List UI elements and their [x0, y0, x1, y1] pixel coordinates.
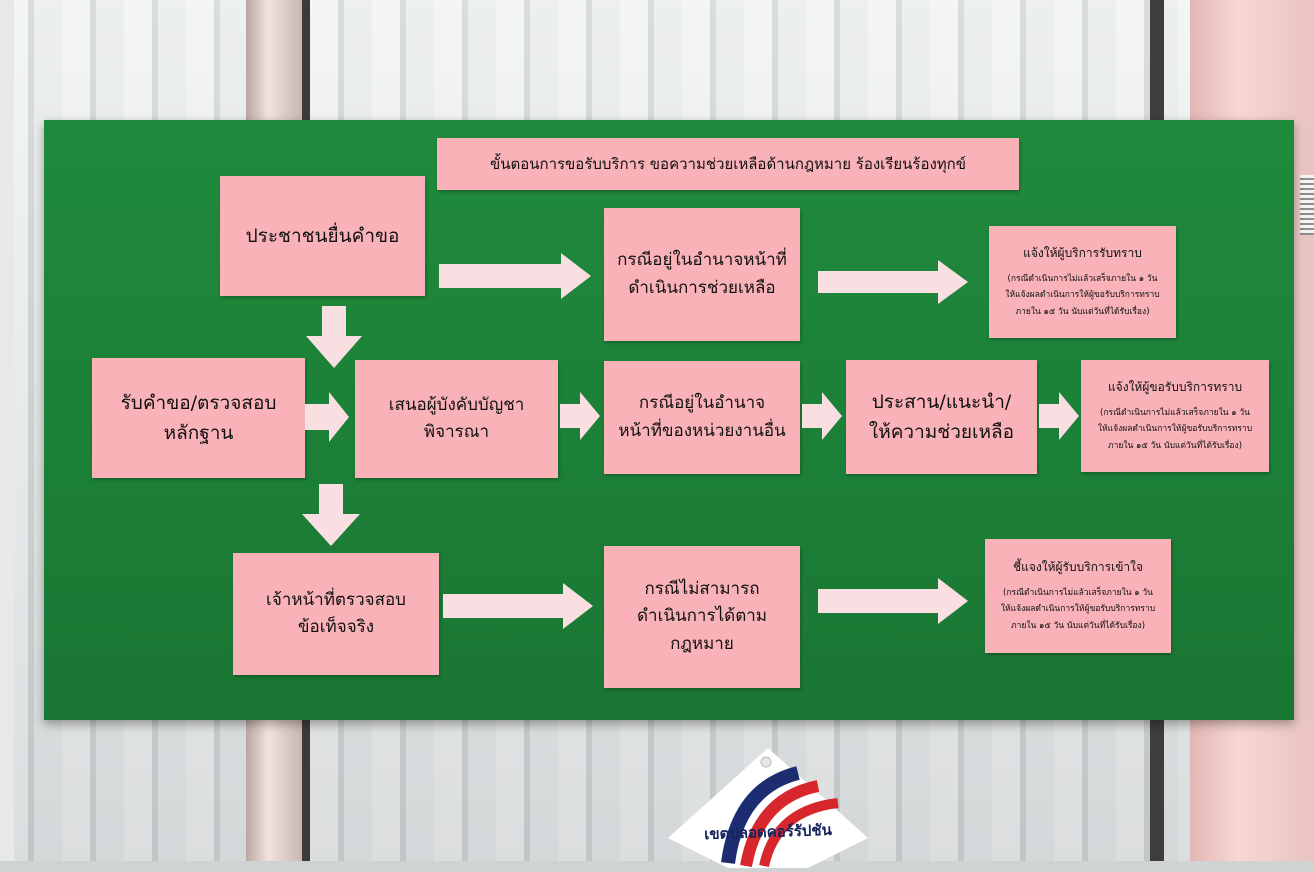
arrow-right-icon — [560, 392, 600, 440]
notice-top-head: แจ้งให้ผู้บริการรับทราบ — [1023, 246, 1142, 261]
step-receive-verify: รับคำขอ/ตรวจสอบ หลักฐาน — [92, 358, 305, 478]
notice-top-body: (กรณีดำเนินการไม่แล้วเสร็จภายใน ๑ วัน ให… — [1005, 274, 1160, 317]
step-officer-check: เจ้าหน้าที่ตรวจสอบ ข้อเท็จจริง — [233, 553, 439, 675]
flowchart-board: ขั้นตอนการขอรับบริการ ขอความช่วยเหลือด้า… — [44, 120, 1294, 720]
step-propose-supervisor: เสนอผู้บังคับบัญชา พิจารณา — [355, 360, 558, 478]
notice-bottom-body: (กรณีดำเนินการไม่แล้วเสร็จภายใน ๑ วัน ให… — [1000, 588, 1156, 631]
wall-vent — [1300, 175, 1314, 235]
notice-bottom-head: ชี้แจงให้ผู้รับบริการเข้าใจ — [1012, 560, 1144, 575]
arrow-right-icon — [802, 392, 842, 440]
arrow-right-icon — [443, 583, 593, 629]
notice-middle-head: แจ้งให้ผู้ขอรับบริการทราบ — [1107, 380, 1243, 395]
arrow-right-icon — [1039, 392, 1079, 440]
notice-middle: แจ้งให้ผู้ขอรับบริการทราบ (กรณีดำเนินการ… — [1081, 360, 1269, 472]
step-coordinate: ประสาน/แนะนำ/ ให้ความช่วยเหลือ — [846, 360, 1037, 474]
arrow-down-icon — [306, 306, 362, 368]
board-title: ขั้นตอนการขอรับบริการ ขอความช่วยเหลือด้า… — [437, 138, 1019, 190]
case-within-authority: กรณีอยู่ในอำนาจหน้าที่ ดำเนินการช่วยเหลื… — [604, 208, 800, 341]
notice-bottom: ชี้แจงให้ผู้รับบริการเข้าใจ (กรณีดำเนินก… — [985, 539, 1171, 653]
notice-middle-body: (กรณีดำเนินการไม่แล้วเสร็จภายใน ๑ วัน ให… — [1097, 408, 1253, 451]
arrow-down-icon — [302, 484, 360, 546]
case-other-agency: กรณีอยู่ในอำนาจ หน้าที่ของหน่วยงานอื่น — [604, 361, 800, 474]
arrow-right-icon — [439, 253, 591, 299]
anti-corruption-sign — [668, 748, 868, 868]
case-cannot-proceed: กรณีไม่สามารถ ดำเนินการได้ตาม กฎหมาย — [604, 546, 800, 688]
arrow-right-icon — [818, 578, 968, 624]
left-pillar — [0, 0, 14, 861]
step-submit-request: ประชาชนยื่นคำขอ — [220, 176, 425, 296]
arrow-right-icon — [818, 260, 968, 304]
arrow-right-icon — [305, 392, 349, 442]
notice-top: แจ้งให้ผู้บริการรับทราบ (กรณีดำเนินการไม… — [989, 226, 1176, 338]
